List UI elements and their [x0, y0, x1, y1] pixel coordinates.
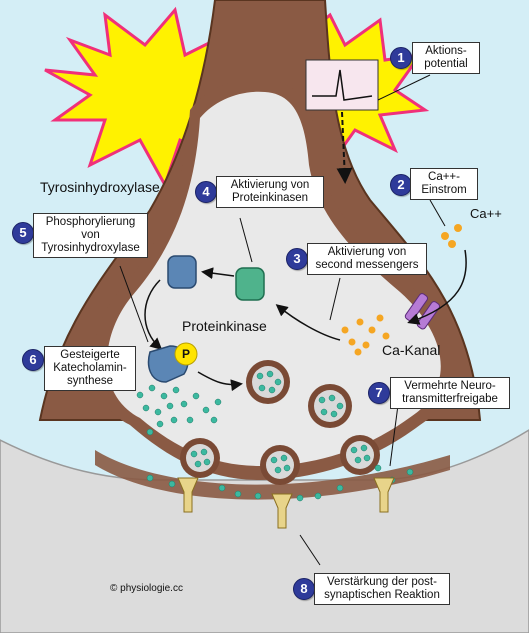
- leader-4: [239, 217, 253, 263]
- step-label-6: Gesteigerte Katecholamin- synthese: [44, 346, 136, 391]
- step-label-1: Aktions- potential: [412, 42, 480, 74]
- arrow-ap-down: [336, 111, 353, 184]
- ca-influx-arrow: [407, 249, 467, 325]
- arrow-messenger-kinase: [275, 304, 341, 341]
- receptor: [177, 477, 395, 529]
- step-badge-3: 3: [286, 248, 308, 270]
- step-label-8: Verstärkung der post- synaptischen Reakt…: [314, 573, 450, 605]
- arrow-th-phospho: [144, 279, 163, 351]
- step-label-7: Vermehrte Neuro- transmitterfreigabe: [390, 377, 510, 409]
- ca-ion-label: Ca++: [470, 206, 502, 221]
- ca-kanal-label: Ca-Kanal: [382, 342, 441, 358]
- ca-ion-cluster: [341, 314, 390, 356]
- phosphate-group: [174, 342, 198, 366]
- step-badge-5: 5: [12, 222, 34, 244]
- terminal-cytoplasm: [107, 91, 441, 467]
- vesicle: [308, 384, 352, 428]
- step-label-5: Phosphorylierung von Tyrosinhydroxylase: [33, 213, 148, 258]
- leader-8: [299, 534, 321, 566]
- action-potential-curve: [312, 69, 373, 101]
- leader-3: [329, 277, 341, 321]
- leader-2: [429, 199, 446, 227]
- leader-7: [389, 404, 399, 467]
- step-badge-1: 1: [390, 47, 412, 69]
- step-badge-6: 6: [22, 349, 44, 371]
- step-label-3: Aktivierung von second messengers: [307, 243, 427, 275]
- step-badge-8: 8: [293, 578, 315, 600]
- transmitter-molecules: [136, 370, 414, 502]
- leader-1: [377, 74, 431, 101]
- step-label-2: Ca++- Einstrom: [410, 168, 478, 200]
- arrow-synthesis: [197, 371, 243, 392]
- step-badge-4: 4: [195, 181, 217, 203]
- ca-ion: [441, 232, 449, 240]
- vesicle-docked: [260, 445, 300, 485]
- vesicle-docked: [340, 435, 380, 475]
- vesicle: [246, 360, 290, 404]
- arrow-kinase-th: [201, 267, 235, 280]
- step-badge-2: 2: [390, 174, 412, 196]
- copyright: © physiologie.cc: [110, 583, 183, 594]
- tyrosinhydroxylase-enzyme: [167, 255, 197, 289]
- vesicle-docked: [180, 438, 220, 478]
- phosphate-label: P: [182, 347, 191, 361]
- leader-5: [119, 265, 149, 343]
- proteinkinase-label: Proteinkinase: [182, 318, 267, 334]
- proteinkinase-enzyme: [235, 267, 265, 301]
- step-label-4: Aktivierung von Proteinkinasen: [216, 176, 324, 208]
- tyrosinhydroxylase-label: Tyrosinhydroxylase: [40, 179, 160, 195]
- ca-ion: [448, 240, 456, 248]
- step-badge-7: 7: [368, 382, 390, 404]
- ca-ion: [454, 224, 462, 232]
